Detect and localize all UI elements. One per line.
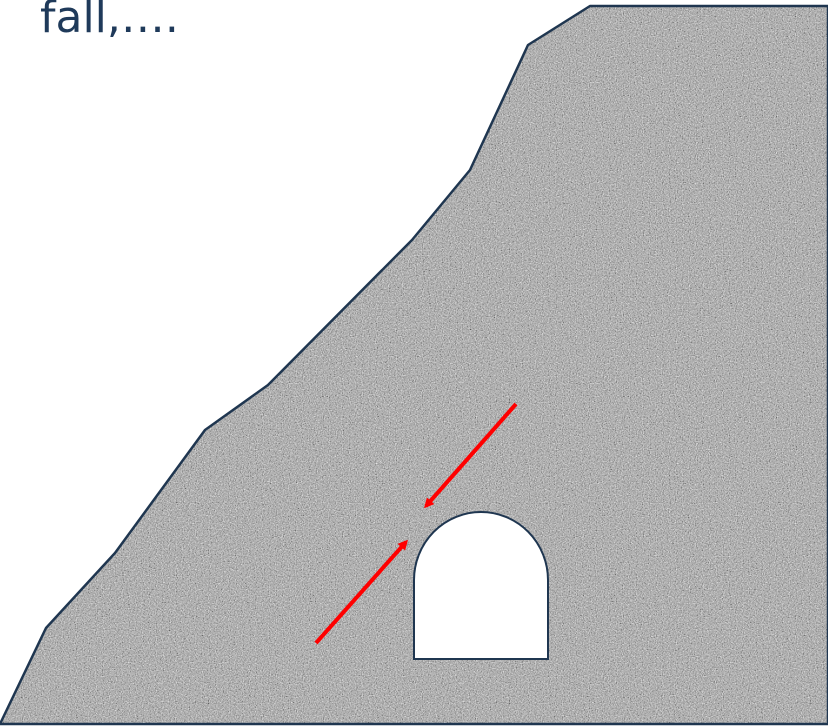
caption-text: fall,…. <box>40 0 179 50</box>
tunnel-opening <box>414 512 548 659</box>
